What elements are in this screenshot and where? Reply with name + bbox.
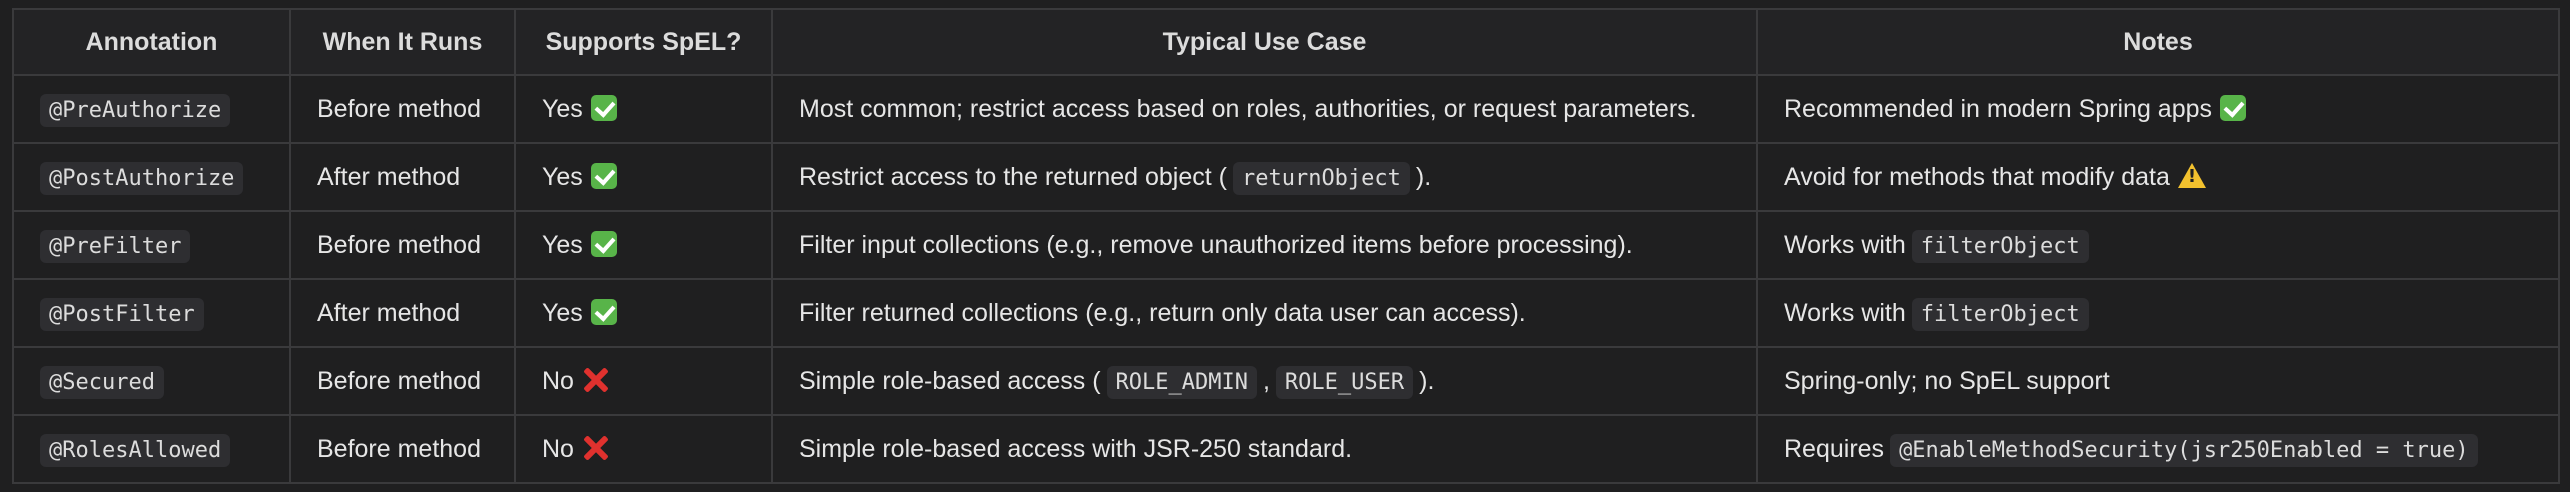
spel-cell: Yes bbox=[514, 210, 773, 280]
cross-icon bbox=[582, 366, 610, 394]
annotation-code: @PreFilter bbox=[40, 229, 191, 263]
use-case-text: Restrict access to the returned object ( bbox=[799, 162, 1227, 191]
use-case-cell: Most common; restrict access based on ro… bbox=[771, 74, 1758, 144]
when-cell: After method bbox=[289, 278, 516, 348]
warning-icon bbox=[2177, 162, 2206, 188]
notes-code: @EnableMethodSecurity(jsr250Enabled = tr… bbox=[1890, 433, 2478, 467]
annotation-cell: @RolesAllowed bbox=[12, 414, 291, 484]
annotation-comparison-table: Annotation When It Runs Supports SpEL? T… bbox=[12, 8, 2560, 484]
annotation-cell: @PostAuthorize bbox=[12, 142, 291, 212]
header-when-it-runs: When It Runs bbox=[289, 8, 516, 76]
notes-code: filterObject bbox=[1911, 229, 2089, 263]
use-case-cell: Filter input collections (e.g., remove u… bbox=[771, 210, 1758, 280]
use-case-text: ). bbox=[1419, 366, 1435, 395]
use-case-text: , bbox=[1262, 366, 1270, 395]
header-typical-use-case: Typical Use Case bbox=[771, 8, 1758, 76]
when-cell: Before method bbox=[289, 414, 516, 484]
table-row: @Secured Before method No Simple role-ba… bbox=[12, 346, 2560, 416]
notes-text: Recommended in modern Spring apps bbox=[1784, 94, 2213, 123]
check-icon bbox=[590, 162, 617, 189]
annotation-comparison-table-wrapper: Annotation When It Runs Supports SpEL? T… bbox=[12, 8, 2560, 484]
annotation-cell: @PostFilter bbox=[12, 278, 291, 348]
spel-cell: No bbox=[514, 346, 773, 416]
table-row: @PreFilter Before method Yes Filter inpu… bbox=[12, 210, 2560, 280]
annotation-code: @PreAuthorize bbox=[40, 93, 231, 127]
check-icon bbox=[590, 298, 617, 325]
table-header-row: Annotation When It Runs Supports SpEL? T… bbox=[12, 8, 2560, 76]
notes-cell: Avoid for methods that modify data bbox=[1756, 142, 2560, 212]
use-case-text: Filter input collections (e.g., remove u… bbox=[799, 230, 1633, 259]
notes-text: Requires bbox=[1784, 434, 1885, 463]
annotation-cell: @PreFilter bbox=[12, 210, 291, 280]
when-cell: Before method bbox=[289, 346, 516, 416]
annotation-code: @PostAuthorize bbox=[40, 161, 244, 195]
check-icon bbox=[2220, 94, 2247, 121]
check-icon bbox=[590, 230, 617, 257]
header-annotation: Annotation bbox=[12, 8, 291, 76]
when-cell: Before method bbox=[289, 210, 516, 280]
table-row: @PreAuthorize Before method Yes Most com… bbox=[12, 74, 2560, 144]
use-case-cell: Restrict access to the returned object (… bbox=[771, 142, 1758, 212]
spel-cell: Yes bbox=[514, 74, 773, 144]
spel-value: Yes bbox=[542, 298, 583, 327]
use-case-cell: Simple role-based access with JSR-250 st… bbox=[771, 414, 1758, 484]
table-row: @PostAuthorize After method Yes Restrict… bbox=[12, 142, 2560, 212]
notes-code: filterObject bbox=[1911, 297, 2089, 331]
annotation-cell: @PreAuthorize bbox=[12, 74, 291, 144]
notes-cell: Spring-only; no SpEL support bbox=[1756, 346, 2560, 416]
table-row: @PostFilter After method Yes Filter retu… bbox=[12, 278, 2560, 348]
when-cell: Before method bbox=[289, 74, 516, 144]
table-row: @RolesAllowed Before method No Simple ro… bbox=[12, 414, 2560, 484]
notes-cell: Recommended in modern Spring apps bbox=[1756, 74, 2560, 144]
spel-cell: Yes bbox=[514, 142, 773, 212]
annotation-code: @PostFilter bbox=[40, 297, 204, 331]
cross-icon bbox=[582, 434, 610, 462]
notes-cell: Requires@EnableMethodSecurity(jsr250Enab… bbox=[1756, 414, 2560, 484]
notes-text: Works with bbox=[1784, 298, 1906, 327]
notes-text: Works with bbox=[1784, 230, 1906, 259]
notes-text: Spring-only; no SpEL support bbox=[1784, 366, 2110, 395]
use-case-cell: Filter returned collections (e.g., retur… bbox=[771, 278, 1758, 348]
header-supports-spel: Supports SpEL? bbox=[514, 8, 773, 76]
annotation-code: @RolesAllowed bbox=[40, 433, 231, 467]
use-case-text: ). bbox=[1415, 162, 1432, 191]
use-case-code: ROLE_ADMIN bbox=[1106, 365, 1257, 399]
spel-value: Yes bbox=[542, 162, 583, 191]
when-cell: After method bbox=[289, 142, 516, 212]
spel-value: Yes bbox=[542, 230, 583, 259]
check-icon bbox=[590, 94, 617, 121]
spel-value: No bbox=[542, 367, 574, 395]
spel-cell: No bbox=[514, 414, 773, 484]
annotation-cell: @Secured bbox=[12, 346, 291, 416]
use-case-text: Filter returned collections (e.g., retur… bbox=[799, 298, 1526, 327]
use-case-code: returnObject bbox=[1232, 161, 1410, 195]
use-case-text: Simple role-based access ( bbox=[799, 366, 1101, 395]
annotation-code: @Secured bbox=[40, 365, 164, 399]
spel-value: Yes bbox=[542, 94, 583, 123]
use-case-cell: Simple role-based access (ROLE_ADMIN,ROL… bbox=[771, 346, 1758, 416]
notes-text: Avoid for methods that modify data bbox=[1784, 162, 2170, 191]
use-case-text: Simple role-based access with JSR-250 st… bbox=[799, 434, 1353, 463]
header-notes: Notes bbox=[1756, 8, 2560, 76]
spel-value: No bbox=[542, 435, 574, 463]
spel-cell: Yes bbox=[514, 278, 773, 348]
use-case-text: Most common; restrict access based on ro… bbox=[799, 94, 1697, 123]
use-case-code: ROLE_USER bbox=[1275, 365, 1414, 399]
